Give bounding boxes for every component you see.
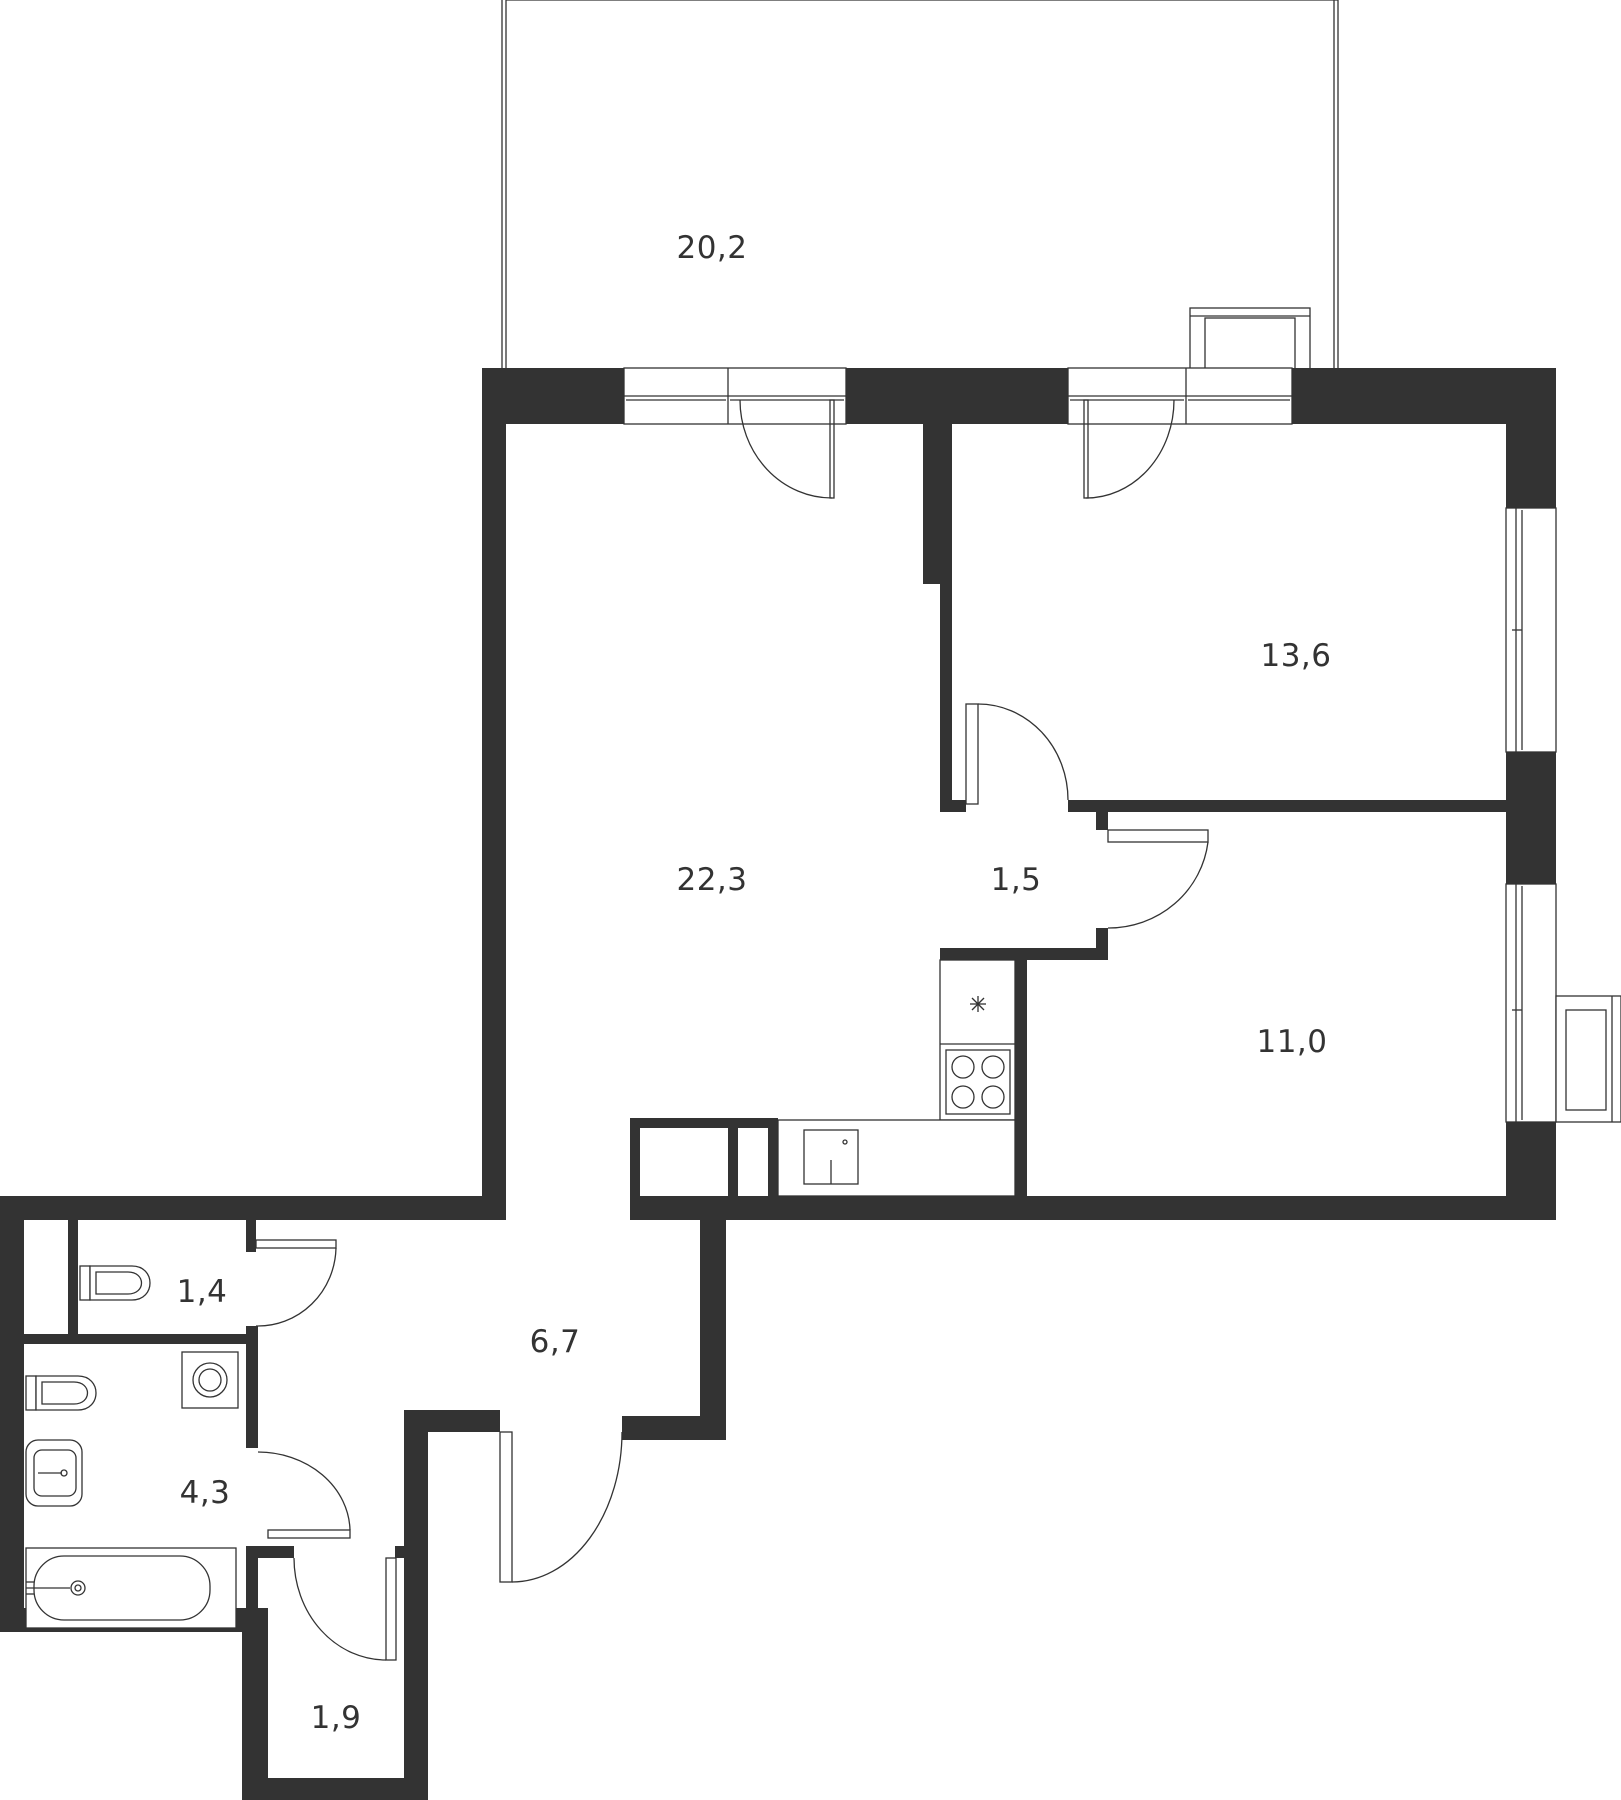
door-toilet: [255, 1239, 337, 1327]
windows: [623, 367, 1621, 1123]
walls: [0, 368, 1556, 1800]
window-bedroom-2-side: [1505, 883, 1557, 1123]
stove-icon: [945, 1049, 1011, 1115]
balcony-ac-unit: [1189, 307, 1311, 371]
balcony-area-label: 20,2: [676, 230, 747, 266]
door-entrance: [499, 1431, 623, 1583]
area-labels: 20,2 22,3 13,6 11,0 1,5 1,4 6,7 4,3 1,9: [177, 230, 1331, 1736]
door-storage: [293, 1557, 397, 1661]
kitchen-counter: [777, 959, 1016, 1197]
bedroom-2-area-label: 11,0: [1256, 1024, 1327, 1060]
bathroom-area-label: 4,3: [180, 1475, 231, 1511]
washbasin-icon: [25, 1439, 83, 1507]
bedroom-2-ac-unit: [1555, 995, 1621, 1123]
corridor-area-label: 1,5: [991, 862, 1042, 898]
door-bedroom-2: [1107, 829, 1209, 929]
bathroom-fixtures: [25, 1351, 239, 1629]
storage-area-label: 1,9: [311, 1700, 362, 1736]
kitchen-sink-icon: [803, 1129, 859, 1185]
fridge-icon: [940, 996, 1015, 1045]
window-bedroom-1-side: [1505, 507, 1557, 753]
door-living-balcony: [739, 399, 835, 499]
washing-machine-icon: [181, 1351, 239, 1409]
balcony: [501, 0, 1339, 371]
window-bedroom-1-top: [1067, 367, 1293, 425]
window-living: [623, 367, 847, 425]
toilet-fixtures: [79, 1265, 151, 1301]
doors: [255, 399, 1209, 1661]
door-bedroom-1-balcony: [1083, 399, 1175, 499]
living-area-label: 22,3: [676, 862, 747, 898]
toilet-icon: [79, 1265, 151, 1301]
door-bathroom: [257, 1451, 351, 1539]
bedroom-1-area-label: 13,6: [1260, 638, 1331, 674]
bathtub-icon: [25, 1547, 237, 1629]
toilet-area-label: 1,4: [177, 1274, 228, 1310]
hall-area-label: 6,7: [530, 1324, 581, 1360]
door-bedroom-1: [965, 703, 1069, 805]
bidet-icon: [25, 1375, 97, 1411]
